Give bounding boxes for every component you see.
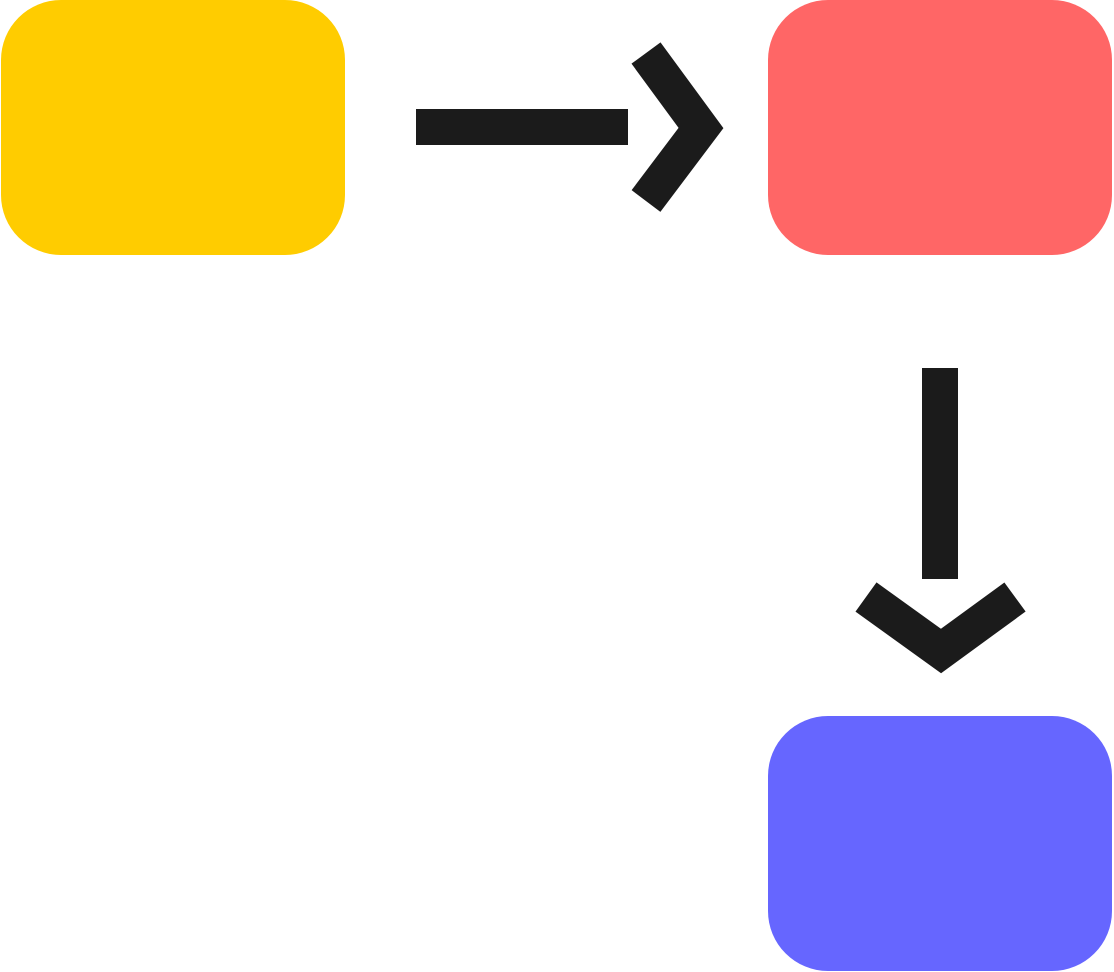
arrow-right-head — [631, 42, 724, 212]
yellow-box — [1, 0, 345, 255]
arrow-right — [416, 42, 724, 212]
arrow-down — [855, 368, 1026, 674]
blue-box — [768, 716, 1112, 971]
arrow-down-shaft — [922, 368, 958, 579]
arrow-down-head — [855, 582, 1026, 674]
red-box — [768, 0, 1112, 255]
arrow-right-shaft — [416, 109, 628, 145]
